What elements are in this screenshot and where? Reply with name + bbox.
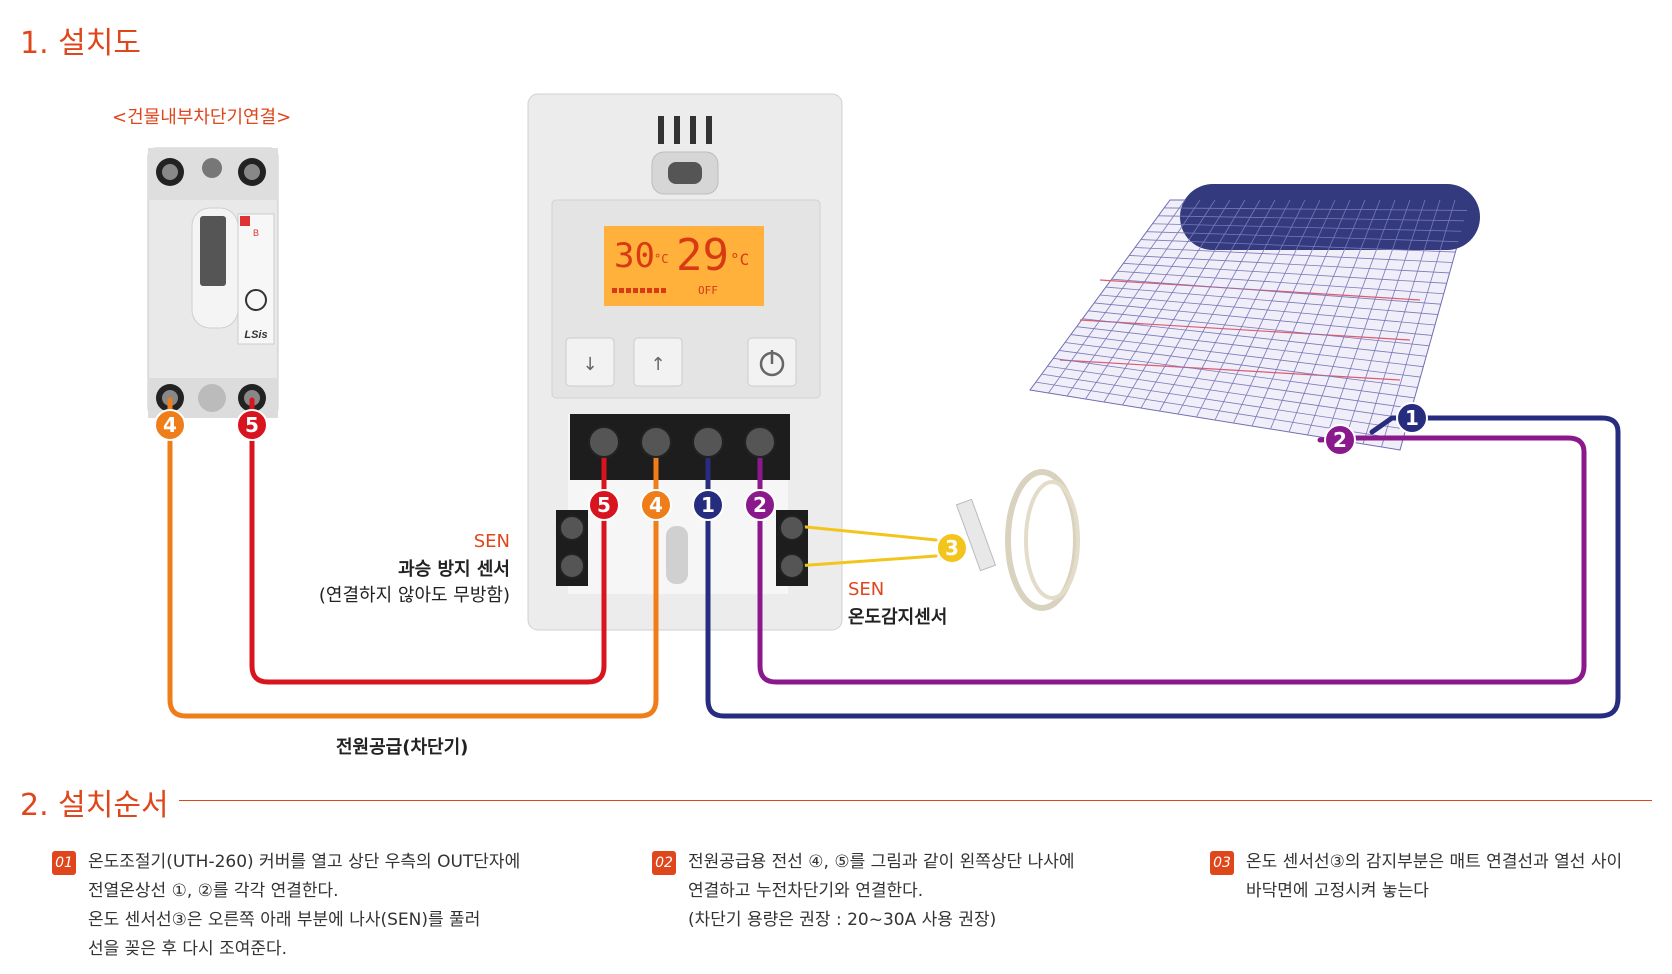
- step-line: (차단기 용량은 권장 : 20~30A 사용 권장): [688, 910, 997, 930]
- wire-marker-label: 5: [597, 493, 611, 517]
- step-line: 선을 꽂은 후 다시 조여준다.: [88, 939, 288, 959]
- mat-grid-line: [1159, 199, 1276, 412]
- wire-marker-1: [1396, 402, 1428, 434]
- wire-marker-label: 3: [945, 536, 959, 560]
- step-number: 01: [52, 851, 76, 875]
- wire-marker-label: 2: [753, 493, 767, 517]
- mat-grid-line: [1233, 199, 1336, 424]
- wire-4: [167, 397, 659, 719]
- heating-mat: [1029, 184, 1480, 451]
- sen-right-label: SEN: [848, 579, 885, 600]
- wire-3-b: [794, 554, 938, 568]
- wire-marker-1: [692, 489, 724, 521]
- wire-3-a: [794, 524, 938, 542]
- mat-grid-line: [1066, 199, 1201, 397]
- temp-sensor-cable: [955, 469, 1080, 611]
- wire-marker-4: [154, 409, 186, 441]
- section-1-title: 1. 설치도: [20, 26, 141, 61]
- mat-grid-line: [1288, 199, 1381, 433]
- wire-marker-label: 4: [163, 413, 177, 437]
- thermostat-display: 30 °C 29 °C OFF: [606, 228, 766, 304]
- display-cur-unit: °C: [730, 250, 750, 269]
- terminal-screws: [559, 426, 805, 579]
- svg-text:↓: ↓: [582, 354, 597, 375]
- step-number: 02: [652, 851, 676, 875]
- svg-text:B: B: [253, 228, 259, 238]
- section-2-divider: [160, 800, 1652, 801]
- thermostat-controller: ↓ ↑: [527, 93, 843, 631]
- wire-5: [249, 397, 607, 685]
- mat-grid-line: [1325, 199, 1411, 439]
- mat-grid-line: [1214, 199, 1321, 421]
- wire-marker-label: 5: [245, 413, 259, 437]
- mat-grid-line: [1085, 199, 1216, 400]
- wire-marker-2: [1324, 424, 1356, 456]
- mat-grid-line: [1196, 199, 1306, 418]
- overheat-sensor-label: 과승 방지 센서: [398, 559, 510, 580]
- mat-grid-line: [1122, 199, 1246, 406]
- mat-grid-line: [1103, 199, 1231, 403]
- breaker-caption: <건물내부차단기연결>: [112, 107, 292, 128]
- display-state: OFF: [698, 284, 718, 297]
- display-level-bar: [612, 288, 668, 293]
- overheat-note: (연결하지 않아도 무방함): [318, 585, 510, 606]
- wire-marker-label: 2: [1333, 428, 1347, 452]
- display-set-temp: 30: [614, 236, 655, 276]
- step-line: 온도 센서선③의 감지부분은 매트 연결선과 열선 사이: [1246, 852, 1623, 872]
- display-set-unit: °C: [654, 252, 669, 266]
- step-line: 바닥면에 고정시켜 놓는다: [1246, 881, 1429, 901]
- wire-marker-3: [936, 532, 968, 564]
- mat-grid-line: [1177, 199, 1291, 415]
- wire-marker-2: [744, 489, 776, 521]
- temp-sensor-label: 온도감지센서: [848, 607, 948, 628]
- mat-grid-line: [1381, 199, 1456, 448]
- wire-1: [705, 415, 1621, 719]
- step-number: 03: [1210, 851, 1234, 875]
- wire-marker-label: 1: [1405, 406, 1419, 430]
- step-line: 온도조절기(UTH-260) 커버를 열고 상단 우측의 OUT단자에: [88, 852, 521, 872]
- mat-grid-line: [1362, 199, 1441, 445]
- mat-grid-line: [1251, 199, 1351, 427]
- section-2-title: 2. 설치순서: [20, 780, 179, 824]
- mat-grid-line: [1048, 199, 1186, 394]
- wire-marker-4: [640, 489, 672, 521]
- mat-grid-line: [1140, 199, 1261, 409]
- step-line: 전원공급용 전선 ④, ⑤를 그림과 같이 왼쪽상단 나사에: [688, 852, 1075, 872]
- power-supply-label: 전원공급(차단기): [336, 737, 469, 758]
- display-cur-temp: 29: [676, 230, 729, 281]
- wire-marker-5: [588, 489, 620, 521]
- mat-grid-line: [1307, 199, 1396, 436]
- wire-marker-5: [236, 409, 268, 441]
- mat-grid-line: [1344, 199, 1426, 442]
- step-line: 전열온상선 ①, ②를 각각 연결한다.: [88, 881, 339, 901]
- wire-marker-label: 4: [649, 493, 663, 517]
- mat-grid-line: [1270, 199, 1366, 430]
- svg-text:LSis: LSis: [244, 329, 267, 341]
- wire-marker-label: 1: [701, 493, 715, 517]
- circuit-breaker: B LSis: [147, 147, 279, 418]
- step-line: 온도 센서선③은 오른쪽 아래 부분에 나사(SEN)를 풀러: [88, 910, 481, 930]
- svg-text:↑: ↑: [650, 354, 665, 375]
- sen-left-label: SEN: [473, 531, 510, 552]
- step-line: 연결하고 누전차단기와 연결한다.: [688, 881, 924, 901]
- wire-2: [757, 435, 1587, 685]
